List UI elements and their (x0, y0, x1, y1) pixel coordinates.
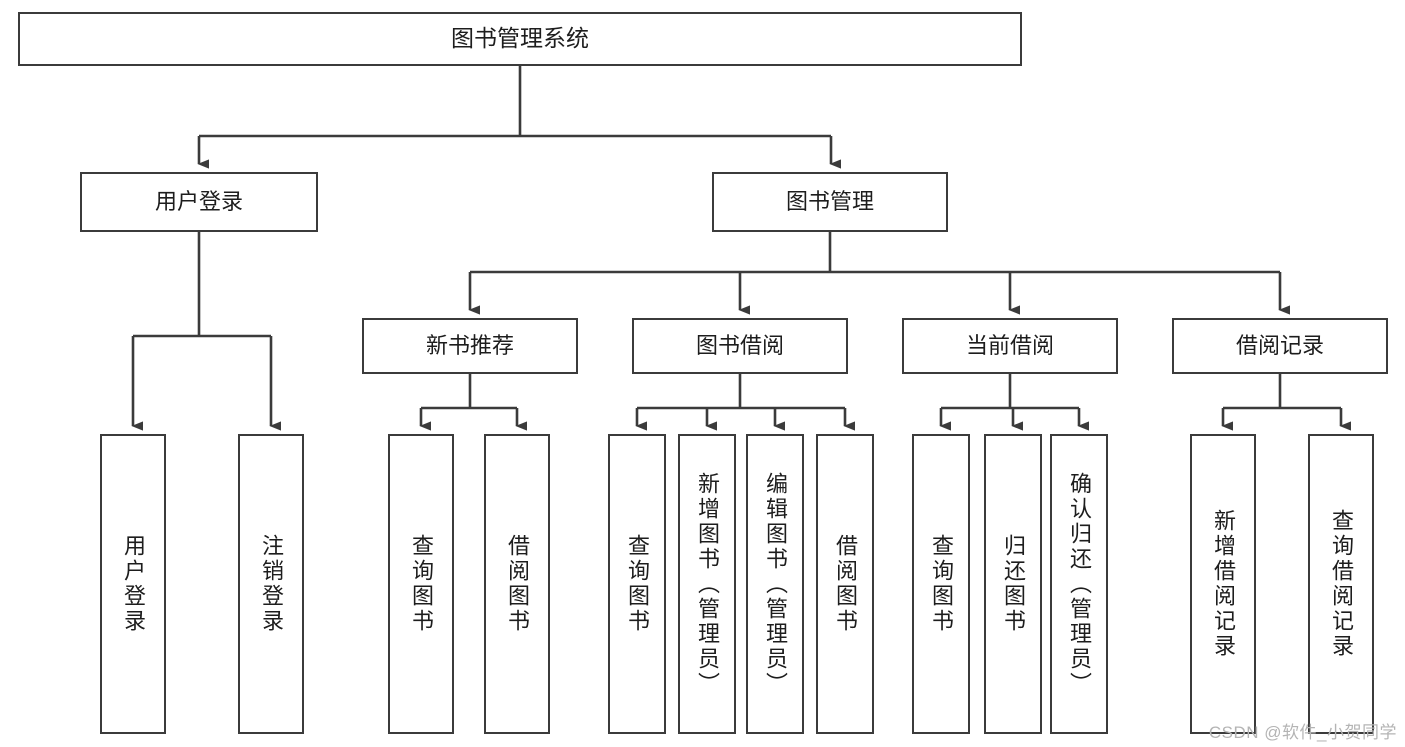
node-leaf-return-book[interactable]: 归还图书 (984, 434, 1042, 734)
node-current-borrow[interactable]: 当前借阅 (902, 318, 1118, 374)
node-leaf-borrow-book-2[interactable]: 借阅图书 (816, 434, 874, 734)
node-leaf-add-book-label: 新增图书（管理员） (695, 471, 720, 697)
node-leaf-edit-book-label: 编辑图书（管理员） (763, 471, 788, 697)
node-book-manage-label: 图书管理 (785, 189, 874, 215)
node-leaf-user-login[interactable]: 用户登录 (100, 434, 166, 734)
node-leaf-confirm-return-label: 确认归还（管理员） (1067, 471, 1092, 697)
node-leaf-borrow-book-2-label: 借阅图书 (833, 534, 858, 634)
node-leaf-query-book-2-label: 查询图书 (625, 534, 650, 634)
node-new-book-rec[interactable]: 新书推荐 (362, 318, 578, 374)
node-leaf-user-logout-label: 注销登录 (259, 534, 284, 634)
node-leaf-query-book-1-label: 查询图书 (409, 534, 434, 634)
node-root[interactable]: 图书管理系统 (18, 12, 1022, 66)
node-user-login[interactable]: 用户登录 (80, 172, 318, 232)
node-new-book-rec-label: 新书推荐 (425, 333, 514, 359)
node-book-borrow-label: 图书借阅 (695, 333, 784, 359)
node-leaf-query-book-1[interactable]: 查询图书 (388, 434, 454, 734)
node-leaf-query-record-label: 查询借阅记录 (1329, 509, 1354, 659)
node-book-borrow[interactable]: 图书借阅 (632, 318, 848, 374)
node-leaf-query-book-2[interactable]: 查询图书 (608, 434, 666, 734)
node-leaf-return-book-label: 归还图书 (1001, 534, 1026, 634)
node-leaf-query-book-3-label: 查询图书 (929, 534, 954, 634)
node-leaf-user-login-label: 用户登录 (121, 534, 146, 634)
node-leaf-add-record[interactable]: 新增借阅记录 (1190, 434, 1256, 734)
node-leaf-query-book-3[interactable]: 查询图书 (912, 434, 970, 734)
node-borrow-record-label: 借阅记录 (1235, 333, 1324, 359)
node-root-label: 图书管理系统 (451, 25, 589, 52)
node-leaf-borrow-book-1[interactable]: 借阅图书 (484, 434, 550, 734)
node-leaf-user-logout[interactable]: 注销登录 (238, 434, 304, 734)
node-leaf-add-book[interactable]: 新增图书（管理员） (678, 434, 736, 734)
node-leaf-borrow-book-1-label: 借阅图书 (505, 534, 530, 634)
node-current-borrow-label: 当前借阅 (965, 333, 1054, 359)
node-leaf-add-record-label: 新增借阅记录 (1211, 509, 1236, 659)
node-leaf-confirm-return[interactable]: 确认归还（管理员） (1050, 434, 1108, 734)
node-book-manage[interactable]: 图书管理 (712, 172, 948, 232)
node-user-login-label: 用户登录 (154, 189, 243, 215)
node-leaf-query-record[interactable]: 查询借阅记录 (1308, 434, 1374, 734)
node-leaf-edit-book[interactable]: 编辑图书（管理员） (746, 434, 804, 734)
node-borrow-record[interactable]: 借阅记录 (1172, 318, 1388, 374)
